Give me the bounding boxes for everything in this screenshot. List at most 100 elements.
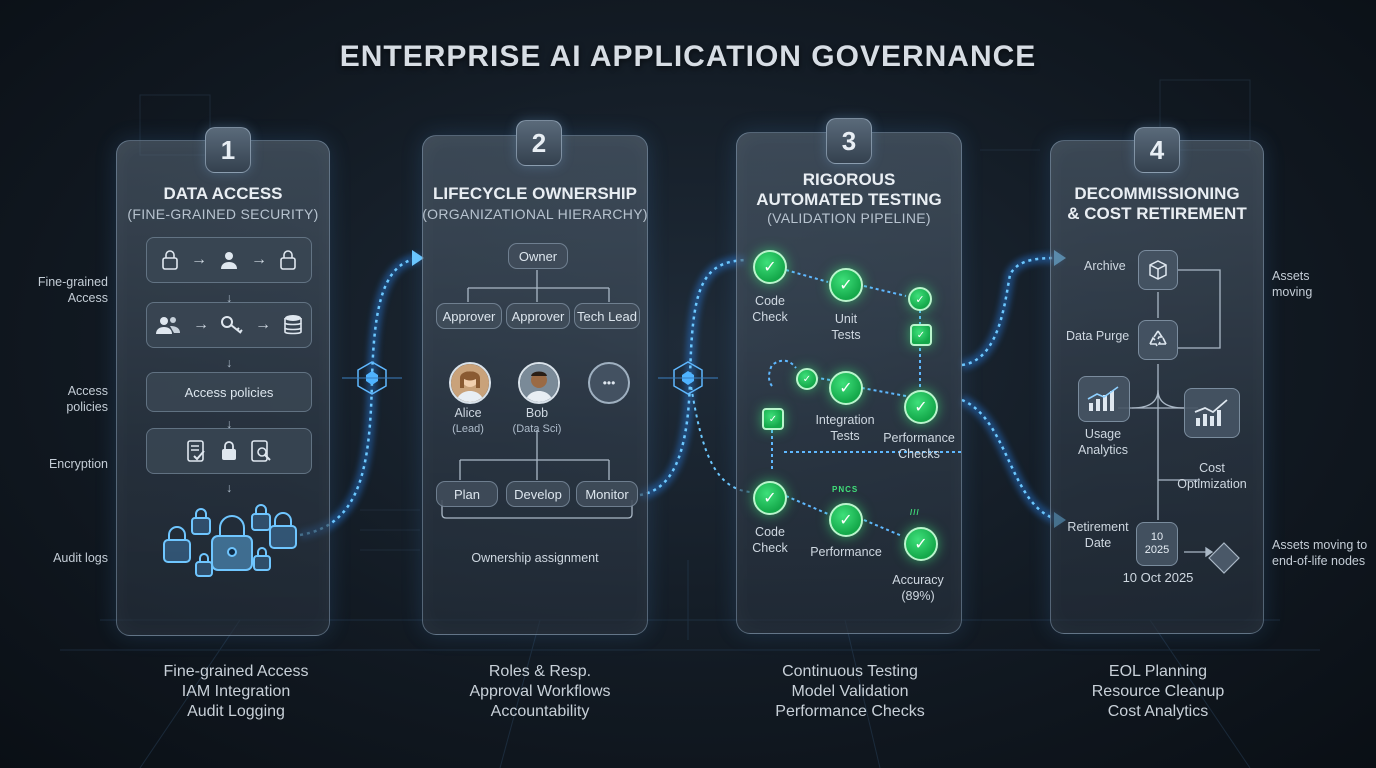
page-title: ENTERPRISE AI APPLICATION GOVERNANCE (339, 40, 1037, 73)
panel-3-subtitle: (VALIDATION PIPELINE) (767, 210, 931, 226)
document-check-icon (187, 440, 205, 462)
panel-2-footer: Roles & Resp. Approval Workflows Account… (410, 662, 670, 722)
data-purge-label: Data Purge (1066, 329, 1130, 343)
stage-node-plan: Plan (436, 481, 498, 507)
panel-2-subtitle: (ORGANIZATIONAL HIERARCHY) (422, 206, 648, 222)
key-icon (221, 316, 243, 334)
person-name-bob: Bob (525, 406, 549, 420)
check-code-check: ✓ (753, 250, 787, 284)
step-label-performance: Performance (810, 545, 882, 559)
diamond-node-icon (1208, 542, 1240, 574)
role-node-approver-2: Approver (506, 303, 570, 329)
footer-item: Accountability (490, 703, 590, 720)
retirement-date-label: Retirement Date (1067, 520, 1129, 550)
step-badge-3: 3 (826, 118, 872, 164)
side-label-assets-end-of-life: Assets moving to end-of-life nodes (1272, 538, 1368, 568)
footer-item: EOL Planning (1108, 663, 1208, 680)
access-policies-label: Access policies (184, 384, 274, 400)
flow-arrow-down: ↓ (226, 481, 233, 495)
calendar-icon: 10 2025 (1136, 522, 1178, 566)
side-label-assets-moving: Assets moving (1272, 269, 1313, 299)
metric-tag-pncs: PNCS (832, 485, 859, 494)
panel-4-title-line-2: & COST RETIREMENT (1067, 204, 1247, 223)
cube-icon (1138, 250, 1178, 290)
lock-icon (222, 441, 236, 460)
step-badge-2: 2 (516, 120, 562, 166)
footer-item: Continuous Testing (782, 663, 918, 680)
step-label-code-check-2: Code Check (752, 525, 788, 555)
lock-icon (280, 250, 296, 270)
footer-item: Approval Workflows (469, 683, 611, 700)
check-mini-3: ✓ (796, 368, 818, 390)
arrow-icon: → (251, 251, 267, 268)
footer-item: Performance Checks (775, 703, 925, 720)
access-policies-box: Access policies (146, 372, 312, 412)
step-label-unit-tests: Unit Tests (831, 312, 861, 342)
step-label-code-check: Code Check (752, 294, 788, 324)
panel-3-title-line-1: RIGOROUS (802, 170, 896, 189)
role-node-approver-1: Approver (436, 303, 502, 329)
panel-4-footer: EOL Planning Resource Cleanup Cost Analy… (1028, 662, 1288, 722)
panel-3-footer: Continuous Testing Model Validation Perf… (720, 662, 980, 722)
check-mini-4: ✓ (762, 408, 784, 430)
validation-pipeline-lines (768, 269, 962, 537)
stage-node-monitor: Monitor (576, 481, 638, 507)
footer-item: Model Validation (791, 683, 909, 700)
footer-item: Audit Logging (187, 703, 285, 720)
check-integration-tests: ✓ (829, 371, 863, 405)
panel-1-subtitle: (FINE-GRAINED SECURITY) (127, 206, 319, 222)
panel-4-title-line-1: DECOMMISSIONING (1074, 184, 1240, 203)
person-role-bob: (Data Sci) (512, 423, 562, 435)
owner-node: Owner (508, 243, 568, 269)
panel-1-footer: Fine-grained Access IAM Integration Audi… (106, 662, 366, 722)
stage-node-develop: Develop (506, 481, 570, 507)
document-search-icon (251, 440, 271, 462)
avatar-alice (449, 362, 491, 404)
flow-arrow-down: ↓ (226, 417, 233, 431)
step-label-performance-checks: Performance Checks (883, 431, 955, 461)
access-flow-row-2: → → (146, 302, 312, 348)
arrow-icon: → (255, 316, 271, 333)
access-flow-row-3 (146, 428, 312, 474)
panel-2-title: LIFECYCLE OWNERSHIP (432, 184, 637, 203)
person-name-alice: Alice (454, 406, 482, 420)
more-people-icon: ••• (588, 362, 630, 404)
archive-label: Archive (1084, 259, 1126, 273)
arrow-icon: → (191, 251, 207, 268)
step-label-integration-tests: Integration Tests (815, 413, 875, 443)
role-node-tech-lead: Tech Lead (574, 303, 640, 329)
ownership-caption: Ownership assignment (471, 551, 599, 565)
lock-icon (162, 250, 178, 270)
step-badge-4: 4 (1134, 127, 1180, 173)
person-role-alice: (Lead) (452, 423, 484, 435)
step-badge-1: 1 (205, 127, 251, 173)
check-mini-2: ✓ (910, 324, 932, 346)
side-label-encryption: Encryption (48, 457, 108, 471)
recycle-icon (1138, 320, 1178, 360)
footer-item: Resource Cleanup (1091, 683, 1225, 700)
footer-item: Roles & Resp. (488, 663, 592, 680)
flow-arrow-down: ↓ (226, 356, 233, 370)
footer-item: Cost Analytics (1107, 703, 1209, 720)
footer-item: Fine-grained Access (163, 663, 309, 680)
check-code-check-2: ✓ (753, 481, 787, 515)
user-icon (221, 252, 237, 269)
retirement-date-value: 10 Oct 2025 (1122, 570, 1194, 585)
metric-tag-slashes: /// (910, 508, 920, 517)
access-flow-row-1: → → (146, 237, 312, 283)
side-label-access-policies: Access policies (66, 384, 108, 414)
check-unit-tests: ✓ (829, 268, 863, 302)
avatar-bob (518, 362, 560, 404)
check-accuracy: ✓ (904, 527, 938, 561)
encrypted-locks-cluster-icon (163, 504, 297, 577)
cost-optimization-label: Cost Optimization (1177, 461, 1247, 491)
panel-1-title: DATA ACCESS (163, 184, 283, 203)
footer-item: IAM Integration (181, 683, 291, 700)
flow-arrow-down: ↓ (226, 291, 233, 305)
step-label-accuracy: Accuracy (89%) (892, 573, 944, 603)
users-icon (156, 317, 180, 334)
org-hierarchy-lines (441, 270, 633, 519)
database-icon (284, 315, 302, 335)
check-performance: ✓ (829, 503, 863, 537)
